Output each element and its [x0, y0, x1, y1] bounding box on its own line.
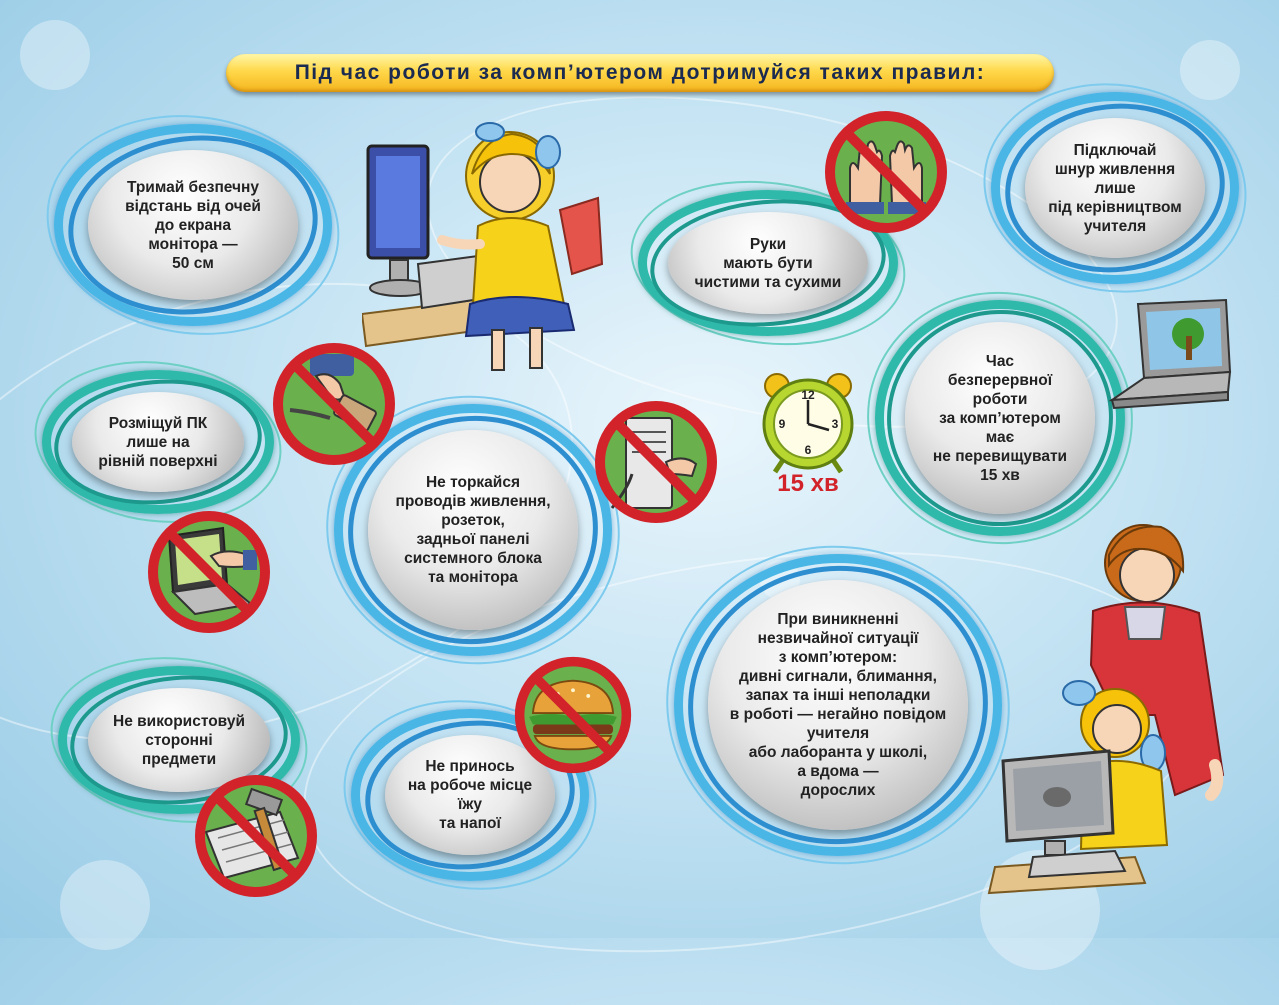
page-title: Під час роботи за комп’ютером дотримуйся…: [294, 61, 986, 84]
clock-number: 6: [805, 443, 812, 457]
rule-power-cord: Підключай шнур живлення лише під керівни…: [969, 66, 1261, 310]
time-limit-label: 15 хв: [777, 470, 839, 497]
rule-emergency: При виникненні незвичайної ситуації з ко…: [645, 523, 1031, 887]
laptop-icon: [1108, 298, 1232, 410]
prohibited-plug-icon: [273, 343, 395, 465]
rule-text: Розміщуй ПК лише на рівній поверхні: [98, 414, 218, 470]
rule-text: Не торкайся проводів живлення, розеток, …: [395, 474, 551, 586]
rule-text: При виникненні незвичайної ситуації з ко…: [729, 611, 947, 799]
prohibited-cables-icon: [595, 401, 717, 523]
rule-text: Не використовуй сторонні предмети: [113, 712, 245, 768]
clock-number: 12: [801, 388, 815, 402]
rule-time-limit: Час безперервної роботи за комп’ютером м…: [852, 276, 1148, 560]
parent-and-child-illustration: [987, 524, 1225, 895]
prohibited-touch-screen-icon: [148, 511, 270, 633]
girl-at-computer-illustration: [362, 122, 604, 371]
rule-text: Тримай безпечну відстань від очей до екр…: [125, 178, 261, 272]
rule-flat-surface: Розміщуй ПК лише на рівній поверхні: [25, 347, 291, 537]
title-banner: Під час роботи за комп’ютером дотримуйся…: [226, 54, 1054, 92]
rule-text: Не принось на робоче місце їжу та напої: [407, 758, 533, 832]
prohibited-hammer-icon: [195, 775, 317, 897]
rule-no-touch-wires: Не торкайся проводів живлення, розеток, …: [308, 376, 638, 684]
background-bubble: [1180, 40, 1240, 100]
rule-text: Руки мають бути чистими та сухими: [694, 235, 842, 291]
prohibited-hands-icon: [825, 111, 947, 233]
rule-safe-distance: Тримай безпечну відстань від очей до екр…: [32, 96, 354, 354]
clock-number: 3: [832, 417, 839, 431]
prohibited-food-icon: [514, 656, 632, 774]
clock-number: 9: [779, 417, 786, 431]
background-bubble: [60, 860, 150, 950]
background-bubble: [20, 20, 90, 90]
rule-text: Час безперервної роботи за комп’ютером м…: [932, 352, 1068, 484]
rule-text: Підключай шнур живлення лише під керівни…: [1048, 141, 1182, 235]
alarm-clock-icon: 12 3 6 9: [762, 373, 854, 474]
